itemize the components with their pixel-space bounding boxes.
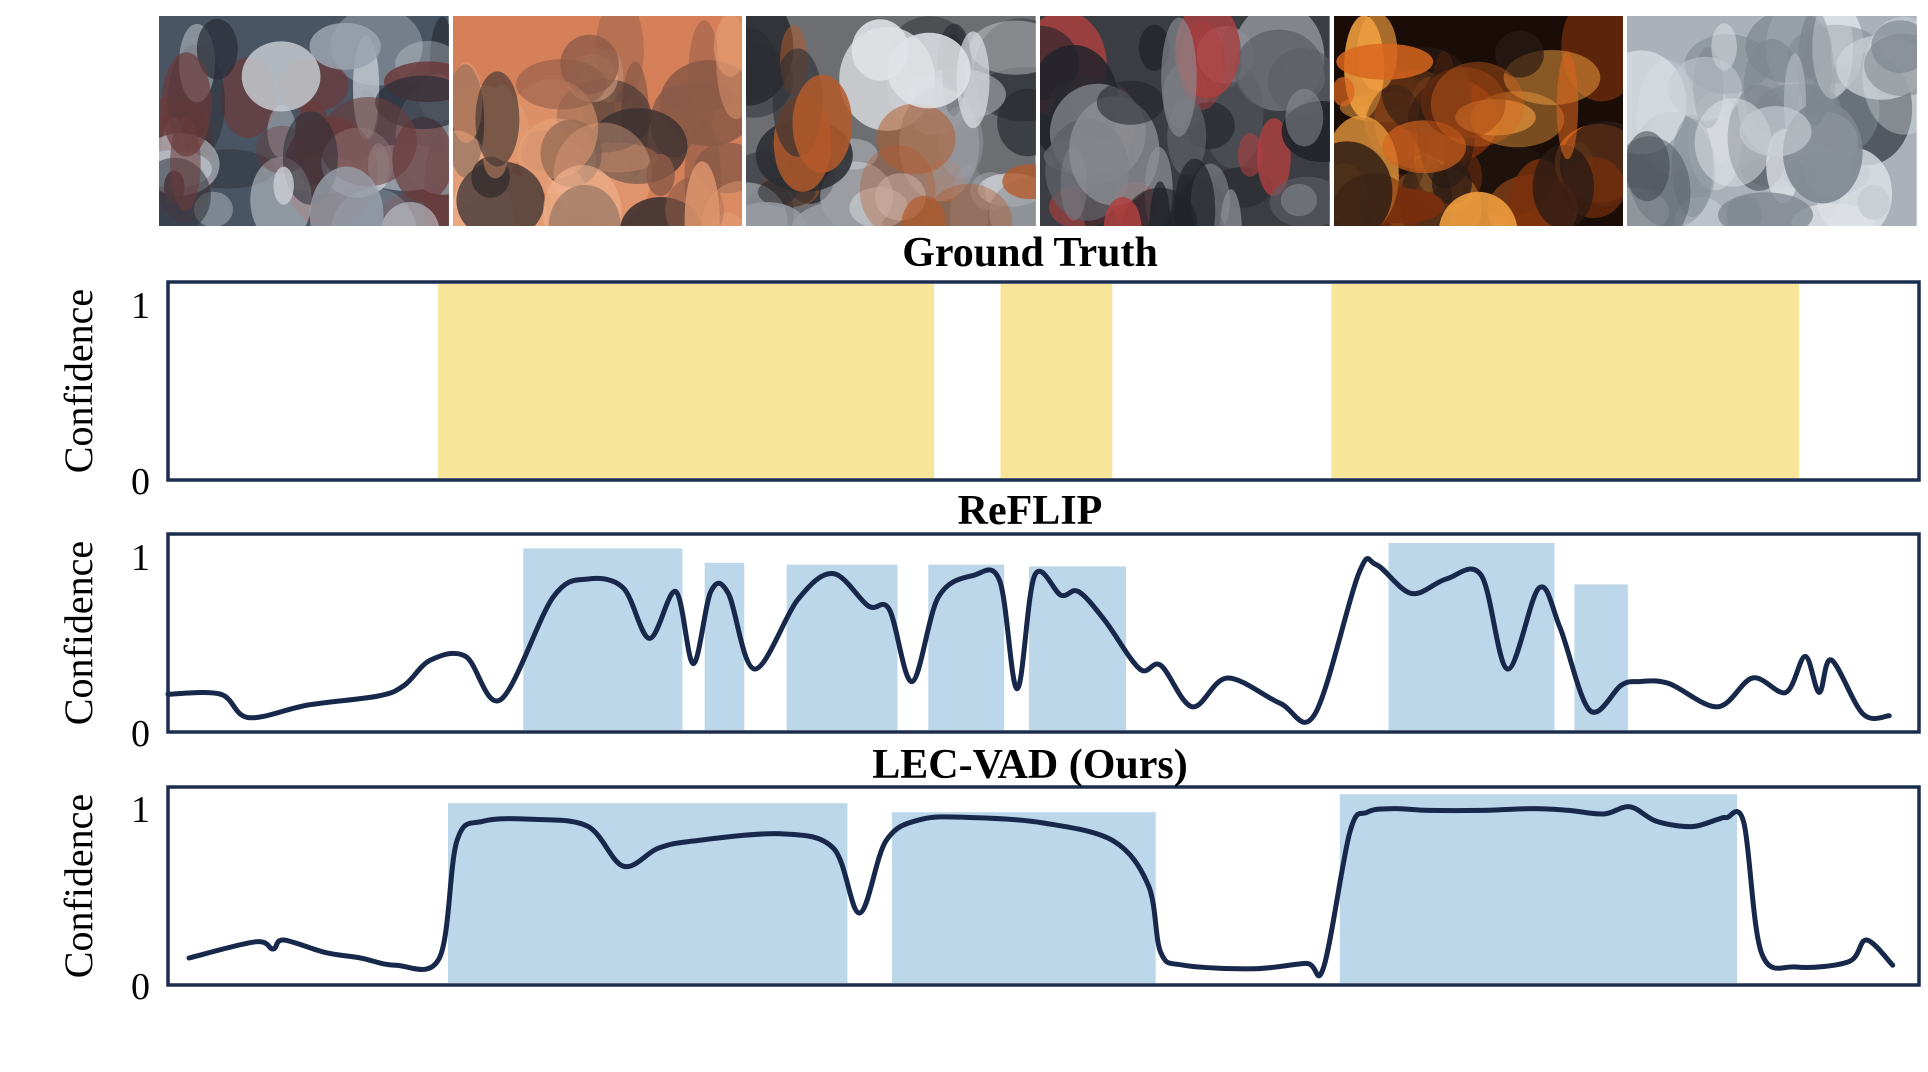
lec-vad-title: LEC-VAD (Ours) <box>872 742 1187 788</box>
lec-vad-plot-frame <box>166 785 1921 987</box>
reflip-detection-box-1 <box>523 548 683 730</box>
reflip-panel: ReFLIP Confidence 1 0 <box>56 488 1921 755</box>
ground-truth-ylabel: Confidence <box>56 289 101 473</box>
reflip-ytick-0: 0 <box>131 713 150 755</box>
ground-truth-anomaly-segment-3 <box>1331 284 1800 478</box>
lec-vad-detection-box-1 <box>447 803 848 983</box>
lec-vad-confidence-line <box>186 804 1896 979</box>
reflip-plot-frame <box>166 532 1921 734</box>
reflip-detection-box-6 <box>1388 543 1555 730</box>
ground-truth-title: Ground Truth <box>902 230 1158 276</box>
reflip-title: ReFLIP <box>958 488 1103 534</box>
frame-crowd-masks <box>159 16 449 226</box>
reflip-ytick-1: 1 <box>131 537 150 579</box>
ground-truth-ytick-1: 1 <box>131 285 150 327</box>
ground-truth-anomaly-segment-1 <box>438 284 935 478</box>
lec-vad-detection-box-3 <box>1339 794 1738 983</box>
reflip-confidence-line <box>165 556 1892 725</box>
reflip-ylabel: Confidence <box>56 541 101 725</box>
lec-vad-ylabel: Confidence <box>56 794 101 978</box>
ground-truth-panel: Ground Truth Confidence 1 0 <box>56 230 1921 503</box>
lec-vad-ytick-0: 0 <box>131 966 150 1008</box>
lec-vad-panel: LEC-VAD (Ours) Confidence 1 0 <box>56 742 1921 1008</box>
frame-white-smoke <box>1627 16 1917 226</box>
frame-night-fire <box>1333 16 1624 226</box>
frame-police-fire <box>746 16 1036 226</box>
ground-truth-ytick-0: 0 <box>131 461 150 503</box>
lec-vad-ytick-1: 1 <box>131 789 150 831</box>
lec-vad-detection-box-2 <box>892 812 1156 983</box>
frame-stairs-protesters <box>1040 16 1330 226</box>
video-frame-strip <box>159 16 1917 226</box>
reflip-detection-box-4 <box>928 564 1005 730</box>
ground-truth-plot-frame <box>166 280 1921 482</box>
frame-orange-smoke <box>452 16 743 226</box>
ground-truth-anomaly-segment-2 <box>1000 284 1113 478</box>
